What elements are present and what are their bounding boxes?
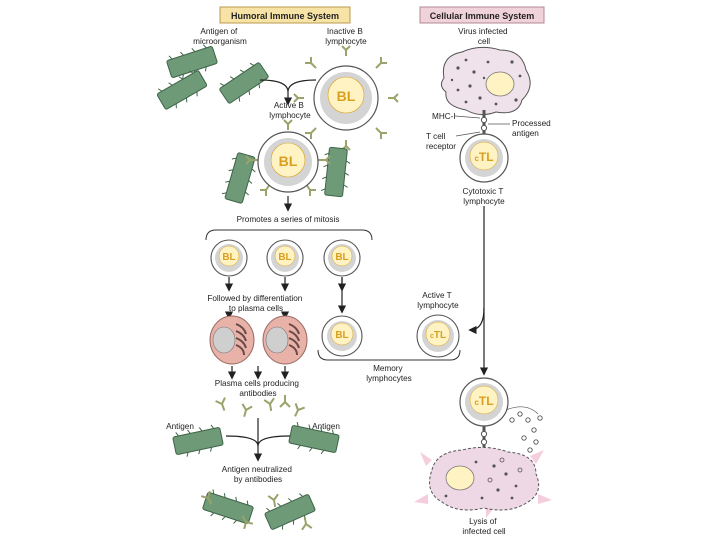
mitosis-label: Promotes a series of mitosis [237, 215, 340, 224]
free-antibodies [214, 394, 306, 420]
active-t-label: Active T lymphocyte [417, 291, 459, 310]
virus-infected-label: Virus infected cell [458, 27, 510, 46]
plasma-cell [262, 315, 308, 365]
antigen-microorganism-label: Antigen of microorganism [193, 27, 247, 46]
killer-t-cell: cTL [459, 377, 509, 427]
antigen-rod [216, 58, 272, 108]
processed-antigen-label: Processed antigen [512, 119, 553, 138]
arrows-down-1 [224, 277, 347, 292]
cell-label-ctl: cTL [474, 394, 493, 408]
memory-b-cell: BL [321, 315, 363, 357]
humoral-header: Humoral Immune System [219, 6, 351, 24]
mhc-pointer [454, 115, 481, 119]
mhc-label: MHC-I [432, 112, 456, 121]
active-b-lymphocyte: BL [220, 119, 352, 206]
antigen-rods-top [154, 41, 272, 114]
antigen-rod [320, 146, 352, 198]
plasma-producing-label: Plasma cells producing antibodies [215, 379, 301, 398]
neutralized-antigens [200, 487, 318, 535]
cell-label-ctl: cTL [430, 330, 446, 341]
cell-label-bl: BL [222, 252, 235, 263]
active-t-cell: cTL [416, 314, 460, 358]
perforin-granules [505, 406, 543, 453]
differentiation-label: Followed by differentiation to plasma ce… [207, 294, 304, 313]
memory-bracket [317, 349, 461, 361]
mitosis-bracket [205, 229, 373, 241]
b-cell-small: BL [266, 239, 304, 277]
memory-label: Memory lymphocytes [366, 364, 412, 383]
humoral-header-title: Humoral Immune System [231, 11, 339, 21]
converge-arrow [259, 79, 317, 106]
virus-infected-cell [440, 46, 531, 116]
plasma-cells [209, 315, 308, 365]
cell-label-bl: BL [335, 252, 348, 263]
lysis-label: Lysis of infected cell [462, 517, 505, 536]
plasma-cell [209, 315, 255, 365]
b-cell-small: BL [323, 239, 361, 277]
antigen-left-label: Antigen [166, 422, 194, 431]
cell-label-ctl: cTL [474, 150, 493, 164]
cell-label-bl: BL [279, 153, 298, 169]
mhc-receptor-complex [480, 110, 488, 134]
active-b-label: Active B lymphocyte [269, 101, 311, 120]
receptor-pointer [455, 131, 481, 137]
antigen-right-label: Antigen [312, 422, 340, 431]
cytotoxic-t-cell: cTL [459, 133, 509, 183]
cellular-header-title: Cellular Immune System [430, 11, 535, 21]
cell-label-bl: BL [278, 252, 291, 263]
dividing-b-cells: BL BL BL [210, 239, 361, 277]
cytotoxic-label: Cytotoxic T lymphocyte [463, 187, 506, 206]
lysing-infected-cell [414, 446, 552, 518]
cell-label-bl: BL [337, 88, 356, 104]
inactive-b-lymphocyte: BL [293, 45, 399, 151]
t-cell-receptor-label: T cell receptor [426, 132, 456, 151]
b-cell-small: BL [210, 239, 248, 277]
tcr-contact [480, 426, 488, 448]
neutralized-label: Antigen neutralized by antibodies [222, 465, 294, 484]
arrow-to-active-t [468, 307, 485, 335]
cellular-header: Cellular Immune System [419, 6, 545, 24]
cell-label-bl: BL [335, 330, 348, 341]
inactive-b-label: Inactive B lymphocyte [325, 27, 367, 46]
converge-arrow-bottom [225, 418, 291, 462]
arrows-down-3 [227, 366, 290, 380]
